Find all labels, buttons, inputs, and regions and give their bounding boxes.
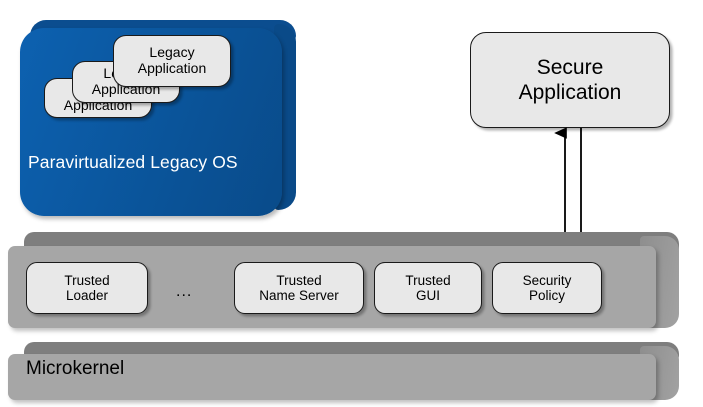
trusted-loader-box[interactable]: Trusted Loader	[26, 262, 148, 314]
services-ellipsis: ...	[176, 283, 193, 300]
trusted-name-server-box[interactable]: Trusted Name Server	[234, 262, 364, 314]
microkernel-label: Microkernel	[26, 358, 125, 379]
security-policy-box[interactable]: Security Policy	[492, 262, 602, 314]
paravirtualized-legacy-os-label: Paravirtualized Legacy OS	[28, 152, 238, 172]
kernel-slab-front-face	[8, 354, 656, 400]
microkernel-layer	[0, 342, 703, 404]
services-slab-top-face	[24, 232, 679, 250]
secure-application-box[interactable]: Secure Application	[470, 32, 670, 128]
trusted-gui-box[interactable]: Trusted GUI	[374, 262, 482, 314]
legacy-application-box-3[interactable]: Legacy Application	[113, 35, 231, 87]
